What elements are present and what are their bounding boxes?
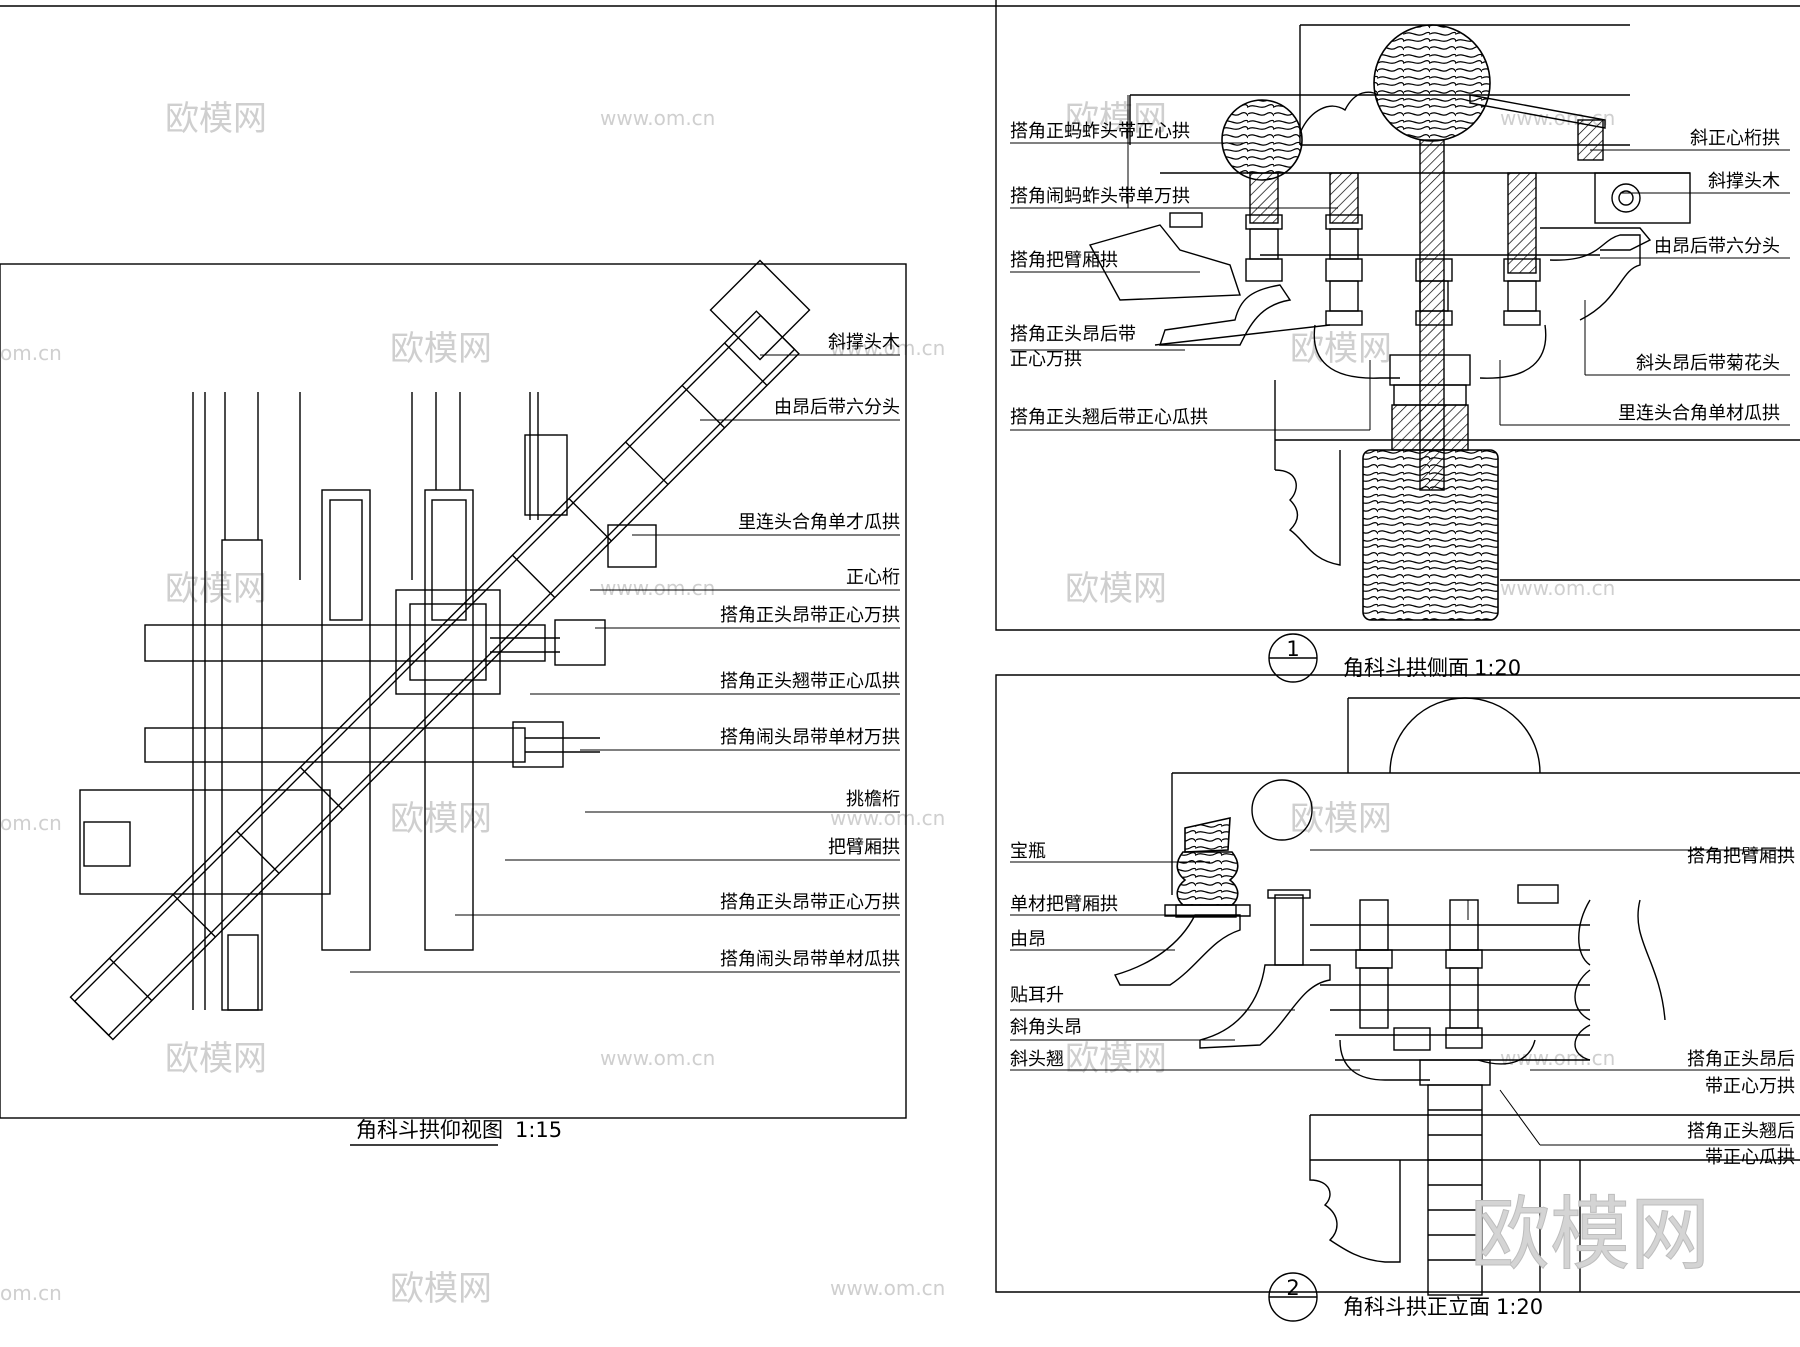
watermark-url: om.cn — [0, 1281, 62, 1305]
front-number: 2 — [1286, 1276, 1299, 1300]
plan-label: 搭角正头翘带正心瓜拱 — [720, 671, 900, 692]
plan-label: 搭角闹头昂带单材万拱 — [720, 727, 900, 748]
plan-title: 角科斗拱仰视图 — [356, 1118, 503, 1142]
plan-arm-end — [709, 259, 811, 361]
side-label: 斜正心桁拱 — [1690, 128, 1780, 149]
front-label: 搭角正头昂后 — [1687, 1049, 1795, 1070]
watermark-layer: 欧模网 www.om.cn 欧模网 www.om.cn om.cn 欧模网 ww… — [0, 99, 1615, 1309]
watermark-url: www.om.cn — [830, 1276, 945, 1300]
watermark-url: www.om.cn — [600, 576, 715, 600]
side-title: 角科斗拱侧面 — [1343, 656, 1469, 680]
front-label: 斜头翘 — [1010, 1049, 1064, 1070]
front-label: 搭角正头翘后 — [1687, 1121, 1795, 1142]
purlin-small — [1221, 99, 1303, 181]
plan-label: 搭角正头昂带正心万拱 — [720, 605, 900, 626]
front-label: 贴耳升 — [1010, 985, 1064, 1006]
watermark-brand: 欧模网 — [1065, 569, 1167, 609]
plan-label: 里连头合角单才瓜拱 — [738, 512, 900, 533]
side-bracket-blocks — [1245, 214, 1541, 406]
front-purlin-arc — [1389, 697, 1541, 774]
front-title: 角科斗拱正立面 — [1343, 1295, 1490, 1319]
front-purlin-circle — [1251, 779, 1313, 841]
side-scale: 1:20 — [1474, 656, 1521, 680]
front-scale: 1:20 — [1496, 1295, 1543, 1319]
side-left-leaders — [1010, 95, 1371, 431]
plan-horizontal-members — [79, 624, 600, 895]
front-label: 单材把臂厢拱 — [1010, 894, 1118, 915]
plan-label: 正心桁 — [846, 567, 900, 588]
watermark-brand: 欧模网 — [165, 569, 267, 609]
side-label: 搭角正蚂蚱头带正心拱 — [1010, 121, 1190, 142]
watermark-url: www.om.cn — [830, 336, 945, 360]
front-label: 带正心万拱 — [1705, 1076, 1795, 1097]
watermark-brand: 欧模网 — [165, 1039, 267, 1079]
watermark-brand: 欧模网 — [1290, 799, 1392, 839]
plan-diagonal-arm — [69, 310, 800, 1041]
front-label: 带正心瓜拱 — [1705, 1147, 1795, 1168]
side-label: 正心万拱 — [1010, 349, 1082, 370]
side-column — [1362, 449, 1499, 621]
side-label: 搭角正头昂后带 — [1010, 324, 1136, 345]
front-label: 斜角头昂 — [1010, 1017, 1082, 1038]
plan-frame — [0, 263, 907, 1119]
watermark-url: www.om.cn — [1500, 1046, 1615, 1070]
side-label: 里连头合角单材瓜拱 — [1618, 403, 1780, 424]
side-number: 1 — [1286, 637, 1299, 661]
watermark-brand: 欧模网 — [1065, 99, 1167, 139]
watermark-brand: 欧模网 — [1290, 329, 1392, 369]
plan-center-block — [395, 589, 501, 695]
plan-label: 挑檐桁 — [846, 789, 900, 810]
watermark-brand: 欧模网 — [390, 1269, 492, 1309]
watermark-url: www.om.cn — [600, 1046, 715, 1070]
watermark-brand: 欧模网 — [390, 799, 492, 839]
side-frame — [995, 6, 1800, 631]
front-right-leaders — [1310, 849, 1790, 1146]
front-frame — [995, 674, 1800, 1293]
watermark-url: om.cn — [0, 341, 62, 365]
side-right-leaders — [1499, 149, 1790, 426]
side-label: 斜撑头木 — [1708, 171, 1780, 192]
plan-label: 搭角闹头昂带单材瓜拱 — [720, 949, 900, 970]
plan-scale: 1:15 — [515, 1118, 562, 1142]
front-label: 搭角把臂厢拱 — [1687, 846, 1795, 867]
watermark-brand-large: 欧模网 — [1470, 1188, 1710, 1281]
side-label: 搭角闹蚂蚱头带单万拱 — [1010, 186, 1190, 207]
side-label: 斜头昂后带菊花头 — [1636, 353, 1780, 374]
watermark-brand: 欧模网 — [390, 329, 492, 369]
plan-center-block-inner — [409, 603, 487, 681]
plan-leaders — [350, 354, 900, 973]
front-label: 宝瓶 — [1010, 841, 1046, 862]
side-label: 搭角把臂厢拱 — [1010, 250, 1118, 271]
purlin-large — [1373, 24, 1491, 142]
watermark-url: www.om.cn — [830, 806, 945, 830]
front-left-leaders — [1010, 861, 1360, 1071]
side-section: 搭角正蚂蚱头带正心拱 搭角闹蚂蚱头带单万拱 搭角把臂厢拱 搭角正头昂后带 正心万… — [995, 6, 1800, 683]
watermark-url: www.om.cn — [600, 106, 715, 130]
watermark-url: om.cn — [0, 811, 62, 835]
watermark-brand: 欧模网 — [1065, 1039, 1167, 1079]
plan-label: 把臂厢拱 — [828, 837, 900, 858]
front-vase — [1175, 816, 1239, 918]
side-label: 由昂后带六分头 — [1654, 236, 1780, 257]
front-elevation: 欧模网 宝瓶 单材把臂厢拱 由昂 贴耳升 斜角头昂 斜头翘 搭角把臂厢拱 搭角正… — [995, 674, 1800, 1322]
front-label: 由昂 — [1010, 929, 1046, 950]
side-label: 搭角正头翘后带正心瓜拱 — [1010, 407, 1208, 428]
plan-label: 由昂后带六分头 — [774, 397, 900, 418]
plan-label: 斜撑头木 — [828, 332, 900, 353]
front-bracket-assembly — [1113, 884, 1666, 1081]
plan-vertical-members — [192, 392, 657, 1011]
plan-label: 搭角正头昂带正心万拱 — [720, 892, 900, 913]
plan-view: 斜撑头木 由昂后带六分头 里连头合角单才瓜拱 正心桁 搭角正头昂带正心万拱 搭角… — [0, 259, 907, 1146]
watermark-brand: 欧模网 — [165, 99, 267, 139]
